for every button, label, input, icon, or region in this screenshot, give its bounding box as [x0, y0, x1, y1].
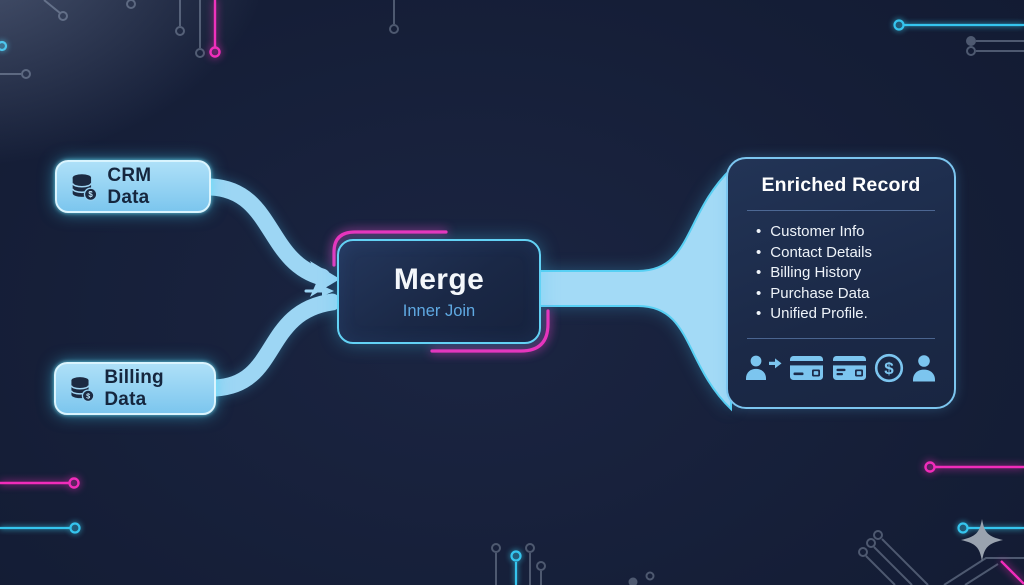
panel-footer-icons: $: [728, 351, 954, 385]
database-dollar-icon: $: [71, 174, 98, 202]
panel-divider-top: [747, 210, 935, 211]
merge-title: Merge: [393, 262, 485, 296]
merge-accent-bottom-right: [430, 309, 550, 353]
node-billing-data: $ Billing Data: [54, 362, 216, 415]
merge-small-arrowhead-icon: [322, 285, 334, 297]
user-icon: [913, 355, 935, 382]
circuit-traces-cyan-icon: [0, 19, 1024, 585]
billing-to-merge-pipe: [206, 293, 341, 397]
credit-card-icon: [790, 355, 824, 380]
sparkle-icon: [961, 519, 1003, 561]
svg-text:$: $: [86, 391, 90, 400]
record-item: Unified Profile.: [756, 304, 954, 325]
record-item: Purchase Data: [756, 284, 954, 305]
merge-input-arrow-icon: [310, 261, 340, 297]
merge-accent-top-left: [332, 230, 448, 267]
dollar-circle-icon: $: [874, 353, 903, 383]
user-arrow-icon: [746, 355, 782, 380]
panel-divider-bottom: [747, 337, 935, 339]
node-crm-data: $ CRM Data: [55, 160, 211, 213]
node-billing-label: Billing Data: [104, 366, 164, 410]
record-item: Customer Info: [756, 222, 954, 243]
crm-to-merge-pipe: [202, 178, 331, 286]
record-item: Billing History: [756, 263, 954, 284]
merge-to-record-funnel: [539, 166, 732, 412]
panel-enriched-record: Enriched Record Customer Info Contact De…: [726, 157, 956, 409]
credit-card-alt-icon: [832, 355, 866, 380]
panel-title: Enriched Record: [761, 174, 921, 196]
record-item-list: Customer Info Contact Details Billing Hi…: [728, 222, 954, 325]
svg-text:$: $: [88, 190, 93, 199]
node-crm-label: CRM Data: [107, 164, 152, 208]
database-dollar-icon: $: [70, 377, 95, 403]
record-item: Contact Details: [756, 243, 954, 264]
merge-subtitle: Inner Join: [402, 301, 476, 320]
svg-text:$: $: [884, 359, 894, 378]
node-merge: Merge Inner Join: [337, 239, 541, 344]
